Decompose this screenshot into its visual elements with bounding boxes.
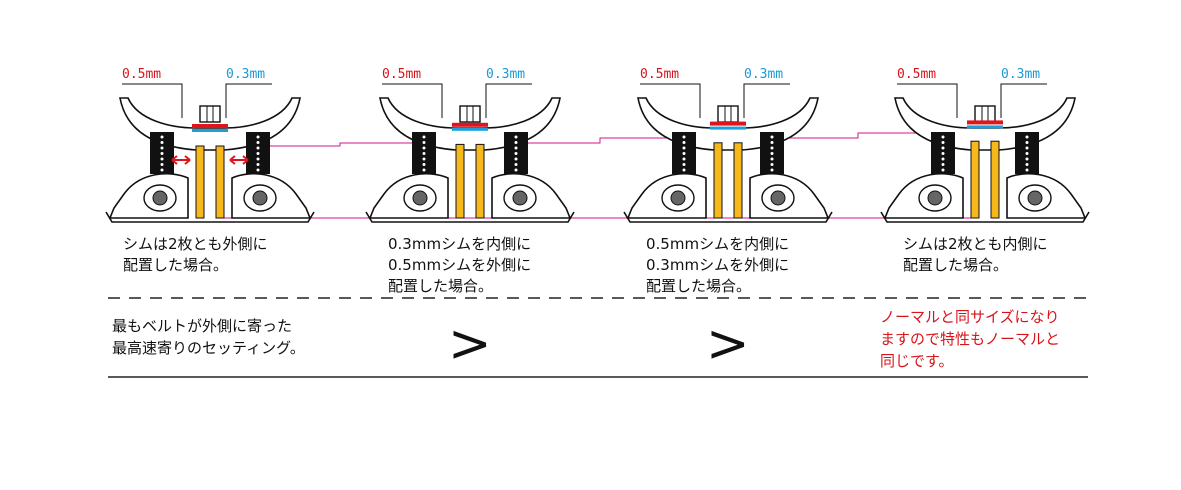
leader-line-blue [1000, 83, 1047, 118]
dim-label-red: 0.5mm [640, 67, 679, 82]
caption-panel-1: シムは2枚とも外側に 配置した場合。 [123, 235, 268, 274]
caption-panel-2: 0.3mmシムを内側に 0.5mmシムを外側に 配置した場合。 [388, 235, 532, 295]
guide-line-upper [222, 132, 975, 147]
greater-than-symbol-1: > [448, 314, 492, 374]
dim-label-red: 0.5mm [382, 67, 421, 82]
leader-line-blue [225, 83, 272, 118]
pulley-shaft-right [733, 142, 743, 219]
nut-icon [717, 105, 739, 123]
caption-panel-3: 0.5mmシムを内側に 0.3mmシムを外側に 配置した場合。 [646, 235, 790, 295]
shim-red [967, 120, 1003, 125]
double-arrow-icon [229, 155, 249, 165]
pulley-shaft-right [990, 140, 1000, 219]
base-plate [365, 211, 575, 223]
base-plate [105, 211, 315, 223]
nut-icon [974, 105, 996, 123]
pulley-shaft-right [475, 143, 485, 219]
pulley-shaft-right [215, 145, 225, 219]
pulley-panel-2: 0.5mm 0.3mm [365, 67, 575, 223]
leader-line-red [897, 83, 958, 118]
pulley-panel-3: 0.5mm 0.3mm [623, 67, 833, 223]
leader-line-red [640, 83, 701, 118]
dim-label-blue: 0.3mm [744, 67, 783, 82]
shim-blue [452, 127, 488, 131]
nut-icon [459, 105, 481, 123]
leader-line-blue [485, 83, 532, 118]
summary-left-text: 最もベルトが外側に寄った 最高速寄りのセッティング。 [112, 317, 305, 357]
pulley-shaft-left [195, 145, 205, 219]
shim-blue [967, 125, 1003, 129]
pulley-panel-1: 0.5mm 0.3mm [105, 67, 315, 223]
base-plate [623, 211, 833, 223]
double-arrow-icon [171, 155, 191, 165]
shim-red [192, 124, 228, 128]
nut-icon [199, 105, 221, 123]
leader-line-red [382, 83, 443, 118]
dim-label-red: 0.5mm [897, 67, 936, 82]
base-plate [880, 211, 1090, 223]
pulley-shaft-left [455, 143, 465, 219]
summary-right-text: ノーマルと同サイズになり ますので特性もノーマルと 同じです。 [880, 308, 1061, 370]
pulley-shaft-left [970, 140, 980, 219]
dim-label-blue: 0.3mm [486, 67, 525, 82]
pulley-shaft-left [713, 142, 723, 219]
shim-blue [192, 129, 228, 132]
pulley-panel-4: 0.5mm 0.3mm [880, 67, 1090, 223]
dim-label-blue: 0.3mm [226, 67, 265, 82]
caption-panel-4: シムは2枚とも内側に 配置した場合。 [903, 235, 1048, 274]
dim-label-blue: 0.3mm [1001, 67, 1040, 82]
leader-line-red [122, 83, 183, 118]
dim-label-red: 0.5mm [122, 67, 161, 82]
shim-red [710, 121, 746, 126]
greater-than-symbol-2: > [706, 314, 750, 374]
shim-blue [710, 126, 746, 130]
leader-line-blue [743, 83, 790, 118]
shim-red [452, 122, 488, 127]
